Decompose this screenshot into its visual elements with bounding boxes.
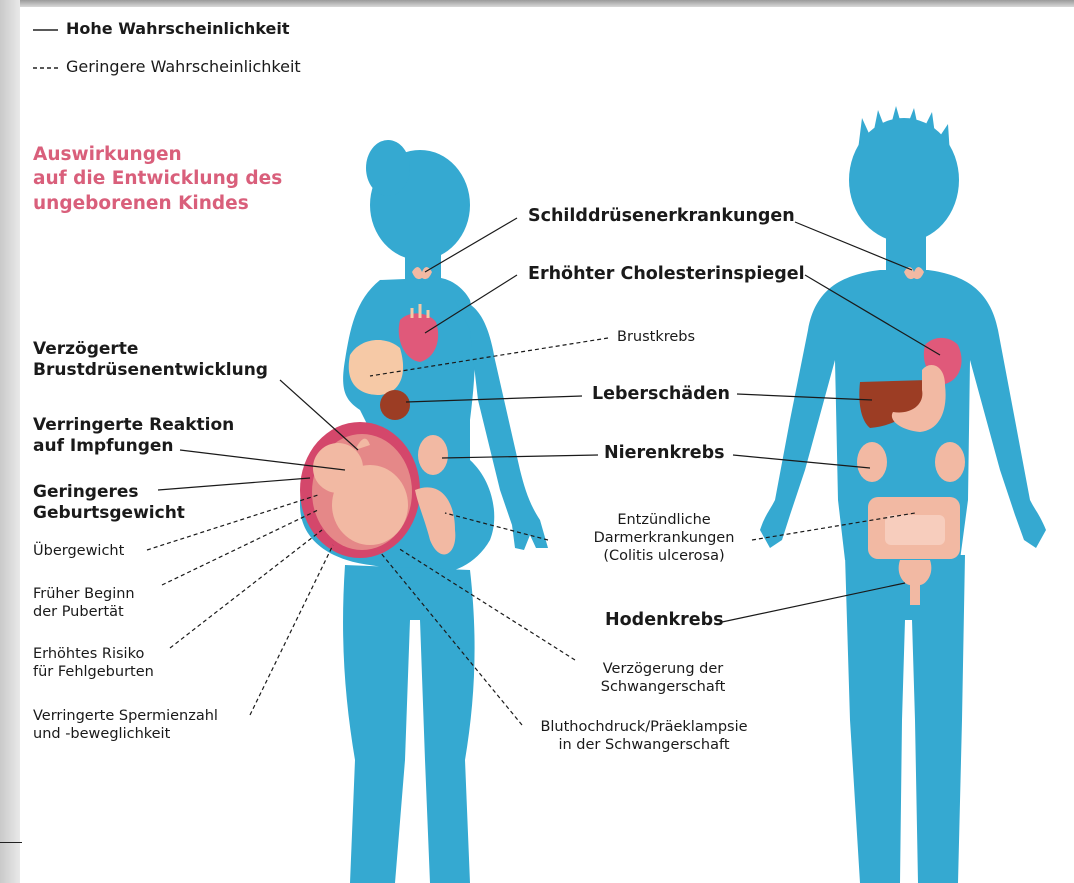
title-line-2: auf die Entwicklung des [33, 168, 282, 190]
man-kidney-right [935, 442, 965, 482]
label-colitis: Entzündliche Darmerkrankungen (Colitis u… [576, 511, 752, 565]
label-miscarriage: Erhöhtes Risiko für Fehlgeburten [33, 645, 154, 681]
label-testicular: Hodenkrebs [605, 610, 724, 632]
title-line-3: ungeborenen Kindes [33, 193, 249, 215]
label-liver: Leberschäden [592, 384, 730, 406]
woman-kidney [418, 435, 448, 475]
connector-lines [147, 218, 940, 725]
woman-liver [380, 390, 410, 420]
frame-bottom-rule [0, 842, 22, 843]
label-cholesterol: Erhöhter Cholesterinspiegel [528, 264, 805, 286]
label-sperm: Verringerte Spermienzahl und -beweglichk… [33, 707, 218, 743]
man-figure [760, 106, 1046, 883]
legend-dashed-label: Geringere Wahrscheinlichkeit [66, 57, 301, 77]
label-puberty: Früher Beginn der Pubertät [33, 585, 135, 621]
line-sperm [250, 545, 333, 715]
label-overweight: Übergewicht [33, 542, 124, 560]
woman-breast [349, 340, 403, 395]
label-pregnancy-delay: Verzögerung der Schwangerschaft [582, 660, 744, 696]
man-colon-inner [885, 515, 945, 545]
label-vaccination: Verringerte Reaktion auf Impfungen [33, 415, 234, 458]
line-miscarriage [170, 530, 322, 648]
label-birth-weight: Geringeres Geburtsgewicht [33, 482, 185, 525]
line-puberty [162, 510, 318, 585]
label-breast-development: Verzögerte Brustdrüsenentwicklung [33, 339, 268, 382]
label-kidney: Nierenkrebs [604, 443, 725, 465]
label-thyroid: Schilddrüsenerkrankungen [528, 206, 795, 228]
label-breast-cancer: Brustkrebs [617, 328, 695, 346]
label-preeclampsia: Bluthochdruck/Präeklampsie in der Schwan… [529, 718, 759, 754]
man-kidney-left [857, 442, 887, 482]
title-line-1: Auswirkungen [33, 144, 182, 166]
legend-solid-label: Hohe Wahrscheinlichkeit [66, 19, 290, 39]
